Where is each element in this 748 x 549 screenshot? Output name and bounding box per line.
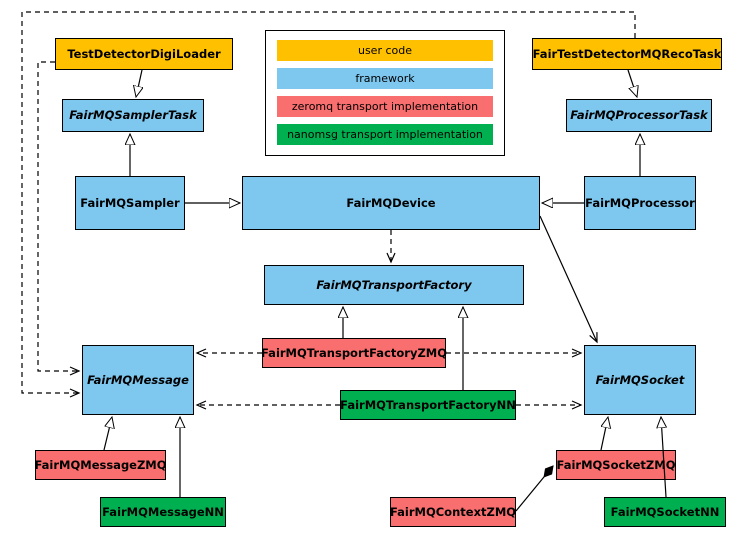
composition-contextzmq-socketzmq	[515, 465, 554, 512]
legend-zeromq: zeromq transport implementation	[277, 96, 493, 117]
node-fairmq-device: FairMQDevice	[242, 176, 540, 230]
node-fairmq-transport-factory-nn: FairMQTransportFactoryNN	[340, 390, 516, 420]
node-fairmq-message: FairMQMessage	[82, 345, 194, 415]
node-fairmq-sampler: FairMQSampler	[75, 176, 185, 230]
legend-nanomsg: nanomsg transport implementation	[277, 124, 493, 145]
node-fairmq-transport-factory-zmq: FairMQTransportFactoryZMQ	[261, 338, 447, 368]
node-fair-test-detector-mq-reco-task: FairTestDetectorMQRecoTask	[532, 38, 722, 70]
node-fairmq-transport-factory: FairMQTransportFactory	[264, 265, 524, 305]
node-fairmq-processor: FairMQProcessor	[584, 176, 696, 230]
node-fairmq-message-zmq: FairMQMessageZMQ	[34, 450, 167, 480]
node-fairmq-processor-task: FairMQProcessorTask	[566, 99, 712, 132]
legend-framework: framework	[277, 68, 493, 89]
inheritance-recotask-processortask	[627, 69, 637, 97]
node-fairmq-socket-zmq: FairMQSocketZMQ	[556, 450, 676, 480]
node-fairmq-sampler-task: FairMQSamplerTask	[62, 99, 204, 132]
inheritance-digiloader-samplertask	[136, 69, 142, 97]
legend-user-code: user code	[277, 40, 493, 61]
legend-box: user code framework zeromq transport imp…	[265, 30, 505, 156]
node-fairmq-message-nn: FairMQMessageNN	[100, 497, 226, 527]
inheritance-messagezmq-message	[103, 417, 112, 451]
node-test-detector-digi-loader: TestDetectorDigiLoader	[55, 38, 233, 70]
node-fairmq-context-zmq: FairMQContextZMQ	[390, 497, 516, 527]
node-fairmq-socket-nn: FairMQSocketNN	[604, 497, 726, 527]
inheritance-socketzmq-socket	[600, 417, 608, 451]
node-fairmq-socket: FairMQSocket	[584, 345, 696, 415]
association-device-socket	[539, 215, 598, 344]
